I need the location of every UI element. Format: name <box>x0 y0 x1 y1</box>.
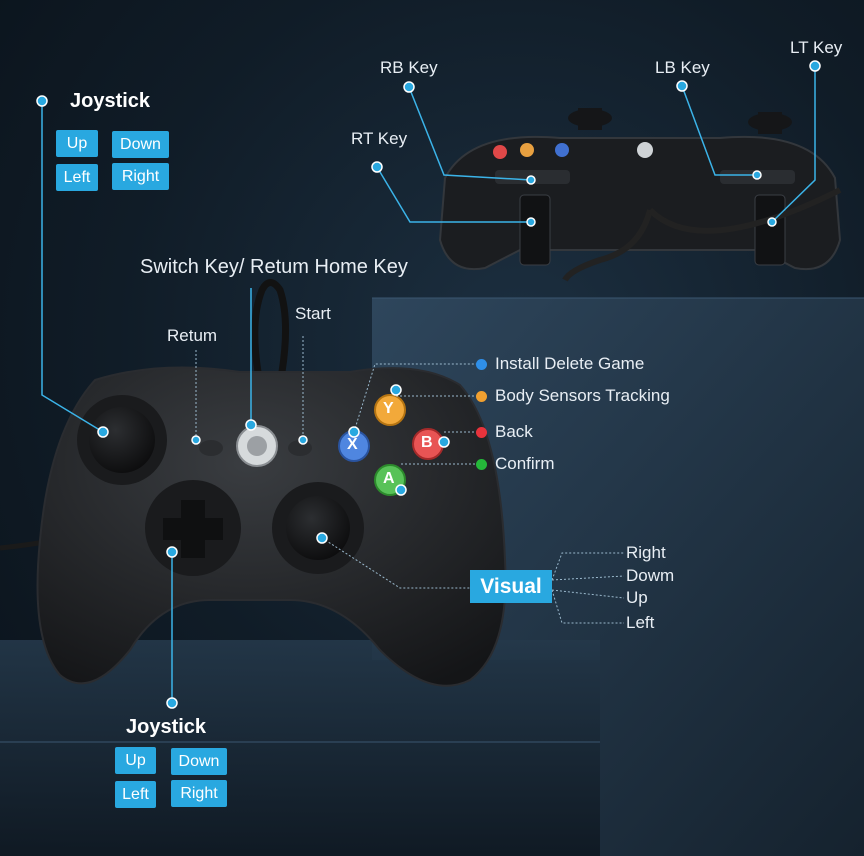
a-button-icon: A <box>383 470 395 487</box>
y-button-icon: Y <box>383 400 394 417</box>
rb-key-label: RB Key <box>380 58 438 77</box>
switch-key-label: Switch Key/ Retum Home Key <box>140 256 408 278</box>
left-joystick-chip-right: Right <box>112 163 169 190</box>
back-dot-icon <box>476 427 487 438</box>
left-joystick-chip-up: Up <box>56 130 98 157</box>
bottom-joystick-chip-down: Down <box>171 748 227 775</box>
start-label: Start <box>295 304 331 323</box>
rt-key-label: RT Key <box>351 129 408 148</box>
left-joystick-title: Joystick <box>70 90 151 112</box>
visual-direction-left: Left <box>626 613 655 632</box>
lb-key-label: LB Key <box>655 58 710 77</box>
bottom-joystick-chip-up: Up <box>115 747 156 774</box>
bottom-joystick-chip-left: Left <box>115 781 156 808</box>
body-sensors-label: Body Sensors Tracking <box>495 386 670 405</box>
visual-badge: Visual <box>470 570 552 603</box>
x-button-icon: X <box>347 436 358 453</box>
confirm-dot-icon <box>476 459 487 470</box>
retum-label: Retum <box>167 326 218 345</box>
install-dot-icon <box>476 359 487 370</box>
visual-direction-up: Up <box>626 588 648 607</box>
lt-key-label: LT Key <box>790 38 843 57</box>
left-joystick-chip-left: Left <box>56 164 98 191</box>
bottom-joystick-chip-right: Right <box>171 780 227 807</box>
bottom-joystick-title: Joystick <box>126 716 207 738</box>
left-joystick-chip-down: Down <box>112 131 169 158</box>
confirm-label: Confirm <box>495 454 555 473</box>
back-label: Back <box>495 422 533 441</box>
sensors-dot-icon <box>476 391 487 402</box>
visual-direction-dowm: Dowm <box>626 566 675 585</box>
b-button-icon: B <box>421 434 433 451</box>
visual-direction-right: Right <box>626 543 666 562</box>
install-delete-game-label: Install Delete Game <box>495 354 645 373</box>
